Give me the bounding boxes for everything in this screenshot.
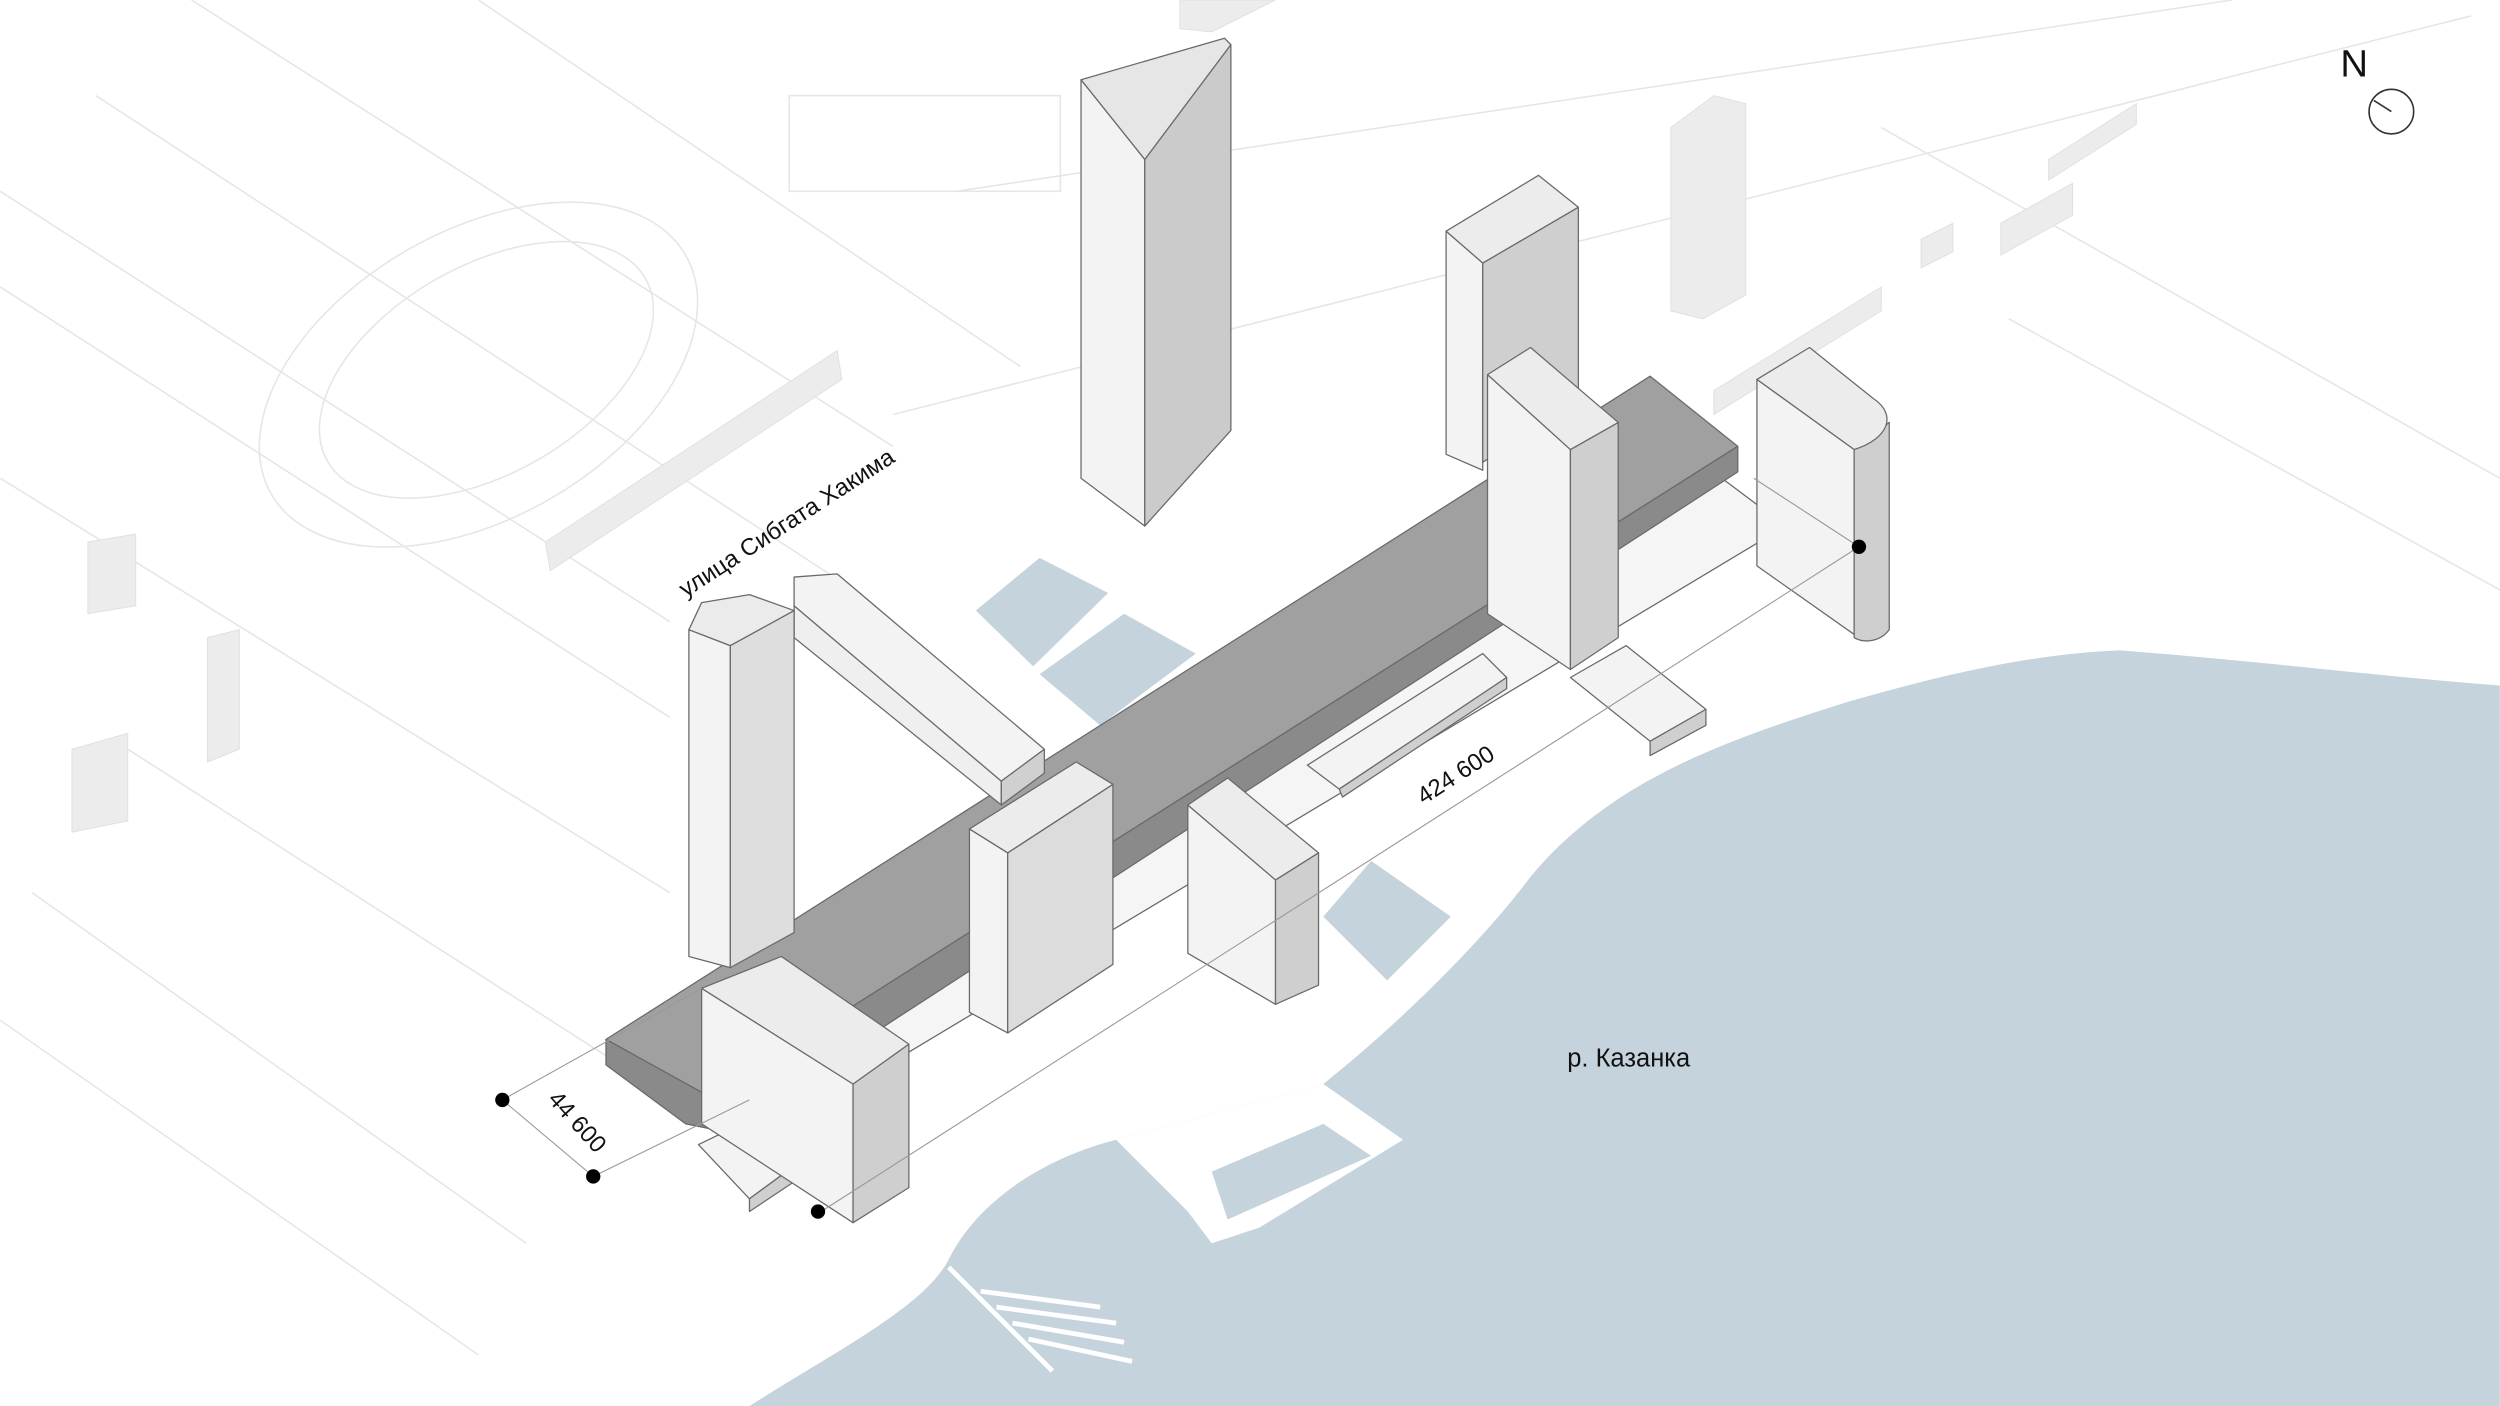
tower-center-south: [1187, 777, 1320, 1005]
north-label: N: [2340, 43, 2368, 86]
dimension-width-label: 44 600: [543, 1086, 612, 1158]
river-label: р. Казанка: [1567, 1044, 1691, 1072]
pool: [975, 557, 1109, 667]
context-city: [0, 0, 2500, 1356]
dimension-length-label: 424 600: [1412, 740, 1499, 810]
north-arrow-icon: [2368, 88, 2415, 135]
building-front: [700, 955, 910, 1224]
dimension-dots: [495, 539, 1867, 1219]
tower-east: [1486, 346, 1619, 671]
tower-tall-north: [1080, 37, 1232, 527]
pool: [1039, 613, 1196, 726]
tower-rounded: [1756, 346, 1890, 642]
river-kazanka: [749, 650, 2500, 1406]
pier-pool: [1211, 1123, 1372, 1220]
dimension-lines: [502, 477, 1860, 1212]
tower-west: [688, 593, 795, 969]
stadium: [258, 201, 699, 548]
pool: [1323, 860, 1451, 981]
tower-middle: [968, 761, 1114, 1034]
boat-docks: [947, 1265, 1133, 1373]
